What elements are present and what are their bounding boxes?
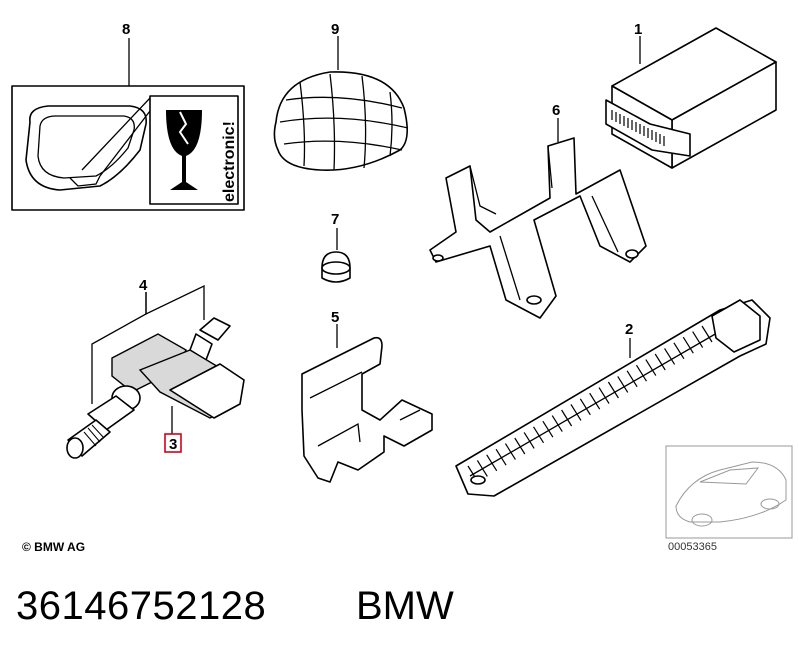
vehicle-thumbnail: [665, 445, 793, 539]
part-4-sensor-assembly[interactable]: 4: [66, 277, 245, 459]
diagram-ref-code: 00053365: [668, 541, 717, 553]
electronic-label: electronic!: [221, 121, 238, 202]
part-8-label[interactable]: electronic! 8: [11, 21, 245, 211]
part-6-bracket[interactable]: 6: [429, 102, 647, 319]
callout-6: 6: [552, 102, 560, 119]
callout-8: 8: [122, 21, 130, 38]
part-1-control-unit[interactable]: 1: [605, 21, 777, 169]
callout-4: 4: [139, 277, 148, 294]
callout-7: 7: [331, 211, 339, 228]
brand-name: BMW: [356, 584, 454, 628]
part-number: 36146752128: [16, 584, 267, 628]
copyright-text: © BMW AG: [22, 540, 86, 554]
callout-3: 3: [169, 436, 177, 453]
callout-3-highlight[interactable]: 3: [164, 433, 182, 453]
fragile-glass-icon: [149, 95, 239, 205]
part-9-cover[interactable]: 9: [273, 21, 409, 171]
part-5-holder[interactable]: 5: [301, 309, 433, 483]
callout-9: 9: [331, 21, 339, 38]
part-7-cap-nut[interactable]: 7: [321, 211, 351, 283]
part-2-strap[interactable]: 2: [455, 299, 771, 497]
callout-1: 1: [634, 21, 642, 38]
callout-2: 2: [625, 321, 633, 338]
callout-5: 5: [331, 309, 339, 326]
